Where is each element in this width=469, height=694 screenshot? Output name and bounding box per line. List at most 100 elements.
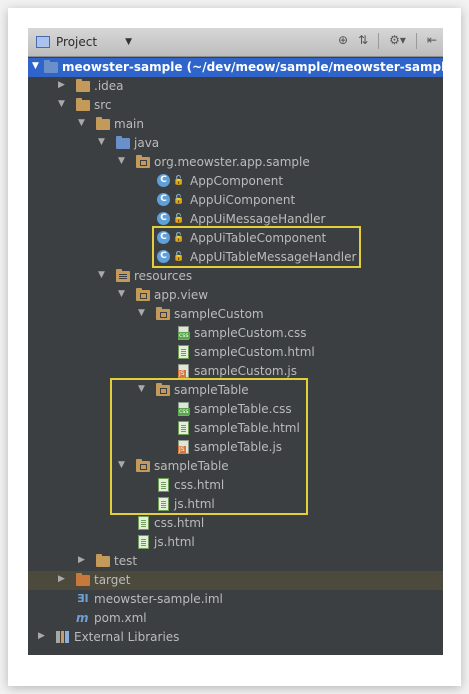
tree-item-label: sampleCustom.html — [194, 345, 315, 359]
expanded-arrow-icon[interactable]: ▼ — [138, 384, 145, 394]
tree-item-label: AppComponent — [190, 174, 284, 188]
tree-item-file[interactable]: css.html — [28, 514, 443, 533]
expanded-arrow-icon[interactable]: ▼ — [138, 308, 145, 318]
expanded-arrow-icon[interactable]: ▼ — [98, 137, 105, 147]
tree-item-test[interactable]: ▶ test — [28, 552, 443, 571]
html-file-icon — [138, 516, 149, 530]
collapsed-arrow-icon[interactable]: ▶ — [58, 574, 65, 584]
tree-item-label: js.html — [174, 497, 215, 511]
project-icon — [36, 36, 50, 48]
tree-item-label: AppUiMessageHandler — [190, 212, 326, 226]
tree-item-target[interactable]: ▶ target — [28, 571, 443, 590]
project-toolbar: Project ▼ ⊕ ⇅ ⚙▾ ⇤ — [28, 28, 443, 57]
toolbar-actions: ⊕ ⇅ ⚙▾ ⇤ — [338, 33, 437, 49]
chevron-down-icon: ▼ — [125, 37, 132, 47]
hide-panel-icon[interactable]: ⇤ — [426, 33, 437, 47]
tree-item-label: meowster-sample.iml — [94, 592, 223, 606]
tree-item-file[interactable]: js.html — [28, 495, 443, 514]
package-icon — [156, 307, 170, 320]
class-icon: C — [157, 231, 170, 244]
tree-item-java[interactable]: ▼ java — [28, 134, 443, 153]
tree-item-project-root[interactable]: ▼ meowster-sample (~/dev/meow/sample/meo… — [28, 58, 443, 77]
tree-item-class[interactable]: C 🔓 AppUiTableComponent — [28, 229, 443, 248]
tree-item-label: AppUiComponent — [190, 193, 296, 207]
tree-item-label: org.meowster.app.sample — [154, 155, 310, 169]
tree-item-sampletable[interactable]: ▼ sampleTable — [28, 381, 443, 400]
source-folder-icon — [116, 136, 130, 149]
tree-item-label: sampleTable — [154, 459, 229, 473]
tree-item-file[interactable]: sampleCustom.js — [28, 362, 443, 381]
tree-item-idea[interactable]: ▶ .idea — [28, 77, 443, 96]
tree-item-label: js.html — [154, 535, 195, 549]
excluded-folder-icon — [76, 573, 90, 586]
html-file-icon — [178, 345, 189, 359]
tree-item-app-view[interactable]: ▼ app.view — [28, 286, 443, 305]
project-name: meowster-sample — [62, 60, 183, 74]
tree-item-resources[interactable]: ▼ resources — [28, 267, 443, 286]
tree-item-label: sampleCustom.js — [194, 364, 298, 378]
tree-item-label: .idea — [94, 79, 124, 93]
target-scroll-icon[interactable]: ⊕ — [338, 33, 349, 47]
resources-folder-icon — [116, 269, 130, 282]
collapsed-arrow-icon[interactable]: ▶ — [78, 555, 85, 565]
class-icon: C — [157, 193, 170, 206]
tree-item-iml[interactable]: ƎI meowster-sample.iml — [28, 590, 443, 609]
tree-item-label: test — [114, 554, 138, 568]
tree-item-label: AppUiTableMessageHandler — [190, 250, 357, 264]
gear-icon[interactable]: ⚙▾ — [389, 33, 406, 47]
tree-item-label: sampleTable — [174, 383, 249, 397]
project-path: (~/dev/meow/sample/meowster-sample) — [186, 60, 443, 74]
tree-item-src[interactable]: ▼ src — [28, 96, 443, 115]
tree-item-label: sampleCustom — [174, 307, 264, 321]
tree-item-file[interactable]: js.html — [28, 533, 443, 552]
tree-item-label: target — [94, 573, 131, 587]
expanded-arrow-icon[interactable]: ▼ — [118, 156, 125, 166]
html-file-icon — [138, 535, 149, 549]
project-tool-window: Project ▼ ⊕ ⇅ ⚙▾ ⇤ ▼ meowster-sample (~/… — [28, 28, 443, 655]
expanded-arrow-icon[interactable]: ▼ — [58, 99, 65, 109]
expanded-arrow-icon[interactable]: ▼ — [118, 289, 125, 299]
tree-item-label: sampleTable.js — [194, 440, 283, 454]
collapsed-arrow-icon[interactable]: ▶ — [58, 80, 65, 90]
tree-item-label: java — [134, 136, 160, 150]
tree-item-file[interactable]: sampleTable.html — [28, 419, 443, 438]
tree-item-file[interactable]: sampleCustom.css — [28, 324, 443, 343]
tree-item-file[interactable]: css.html — [28, 476, 443, 495]
tree-item-label: sampleTable.css — [194, 402, 292, 416]
module-folder-icon — [44, 60, 58, 73]
tree-item-samplecustom[interactable]: ▼ sampleCustom — [28, 305, 443, 324]
folder-icon — [96, 117, 110, 130]
expanded-arrow-icon[interactable]: ▼ — [118, 460, 125, 470]
tree-item-sampletable-templates[interactable]: ▼ sampleTable — [28, 457, 443, 476]
tree-item-class[interactable]: C 🔓 AppUiTableMessageHandler — [28, 248, 443, 267]
expanded-arrow-icon[interactable]: ▼ — [98, 270, 105, 280]
collapse-all-icon[interactable]: ⇅ — [358, 33, 369, 47]
expanded-arrow-icon[interactable]: ▼ — [32, 61, 39, 71]
lock-icon: 🔓 — [173, 195, 185, 205]
tree-item-label: sampleTable.html — [194, 421, 300, 435]
css-file-icon — [178, 402, 190, 416]
tree-item-main[interactable]: ▼ main — [28, 115, 443, 134]
lock-icon: 🔓 — [173, 214, 185, 224]
tree-item-label: pom.xml — [94, 611, 147, 625]
css-file-icon — [178, 326, 190, 340]
js-file-icon — [178, 364, 189, 378]
libraries-icon — [56, 631, 70, 643]
tree-item-pom[interactable]: m pom.xml — [28, 609, 443, 628]
tree-item-package[interactable]: ▼ org.meowster.app.sample — [28, 153, 443, 172]
expanded-arrow-icon[interactable]: ▼ — [78, 118, 85, 128]
tree-item-file[interactable]: sampleTable.css — [28, 400, 443, 419]
project-view-selector[interactable]: Project ▼ — [36, 34, 132, 50]
tree-item-class[interactable]: C 🔓 AppComponent — [28, 172, 443, 191]
tree-item-label: main — [114, 117, 144, 131]
tree-item-class[interactable]: C 🔓 AppUiMessageHandler — [28, 210, 443, 229]
collapsed-arrow-icon[interactable]: ▶ — [38, 631, 45, 641]
lock-icon: 🔓 — [173, 233, 185, 243]
package-icon — [136, 459, 150, 472]
tree-item-file[interactable]: sampleCustom.html — [28, 343, 443, 362]
tree-item-class[interactable]: C 🔓 AppUiComponent — [28, 191, 443, 210]
tree-item-external-libraries[interactable]: ▶ External Libraries — [28, 628, 443, 647]
js-file-icon — [178, 440, 189, 454]
tree-item-file[interactable]: sampleTable.js — [28, 438, 443, 457]
html-file-icon — [158, 478, 169, 492]
